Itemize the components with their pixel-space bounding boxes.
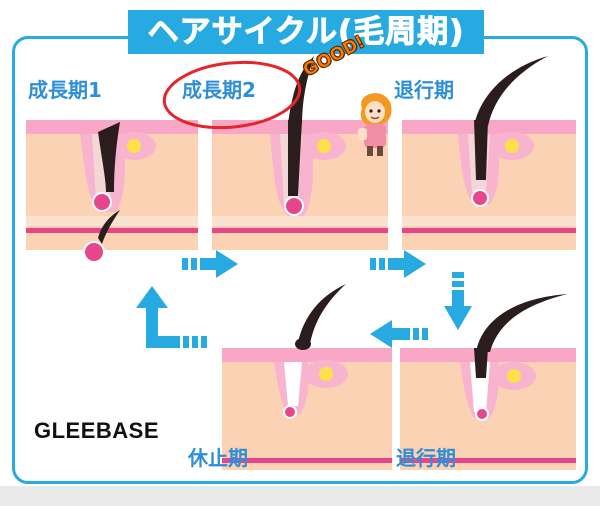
arrow-down-icon	[444, 272, 472, 330]
panel-anagen-1	[26, 120, 198, 263]
stage-label-catagen-bottom: 退行期	[396, 446, 456, 470]
arrow-up-icon	[136, 286, 207, 348]
panel-anagen-2	[212, 120, 388, 250]
highlight-circle	[162, 60, 302, 130]
hair-catagen-bottom-shaft	[476, 294, 568, 352]
mascot-thumbs-up-icon	[358, 93, 392, 156]
arrow-right-icon	[370, 250, 426, 278]
panel-telogen	[222, 348, 392, 470]
hair-telogen-shaft	[295, 284, 346, 350]
arrow-left-icon	[370, 320, 428, 348]
stage-label-anagen-2: 成長期2	[182, 78, 256, 102]
panel-catagen-bottom	[400, 348, 576, 470]
arrow-right-icon	[182, 250, 238, 278]
hair-catagen-top-shaft	[474, 56, 548, 126]
panel-catagen-top	[402, 120, 576, 250]
diagram-title: ヘアサイクル(毛周期)	[128, 10, 484, 54]
stage-label-anagen-1: 成長期1	[28, 78, 102, 102]
stage-label-telogen: 休止期	[188, 446, 248, 470]
stage-label-catagen-top: 退行期	[394, 78, 454, 102]
brand-watermark: GLEEBASE	[34, 418, 160, 443]
bottom-band	[0, 486, 600, 506]
